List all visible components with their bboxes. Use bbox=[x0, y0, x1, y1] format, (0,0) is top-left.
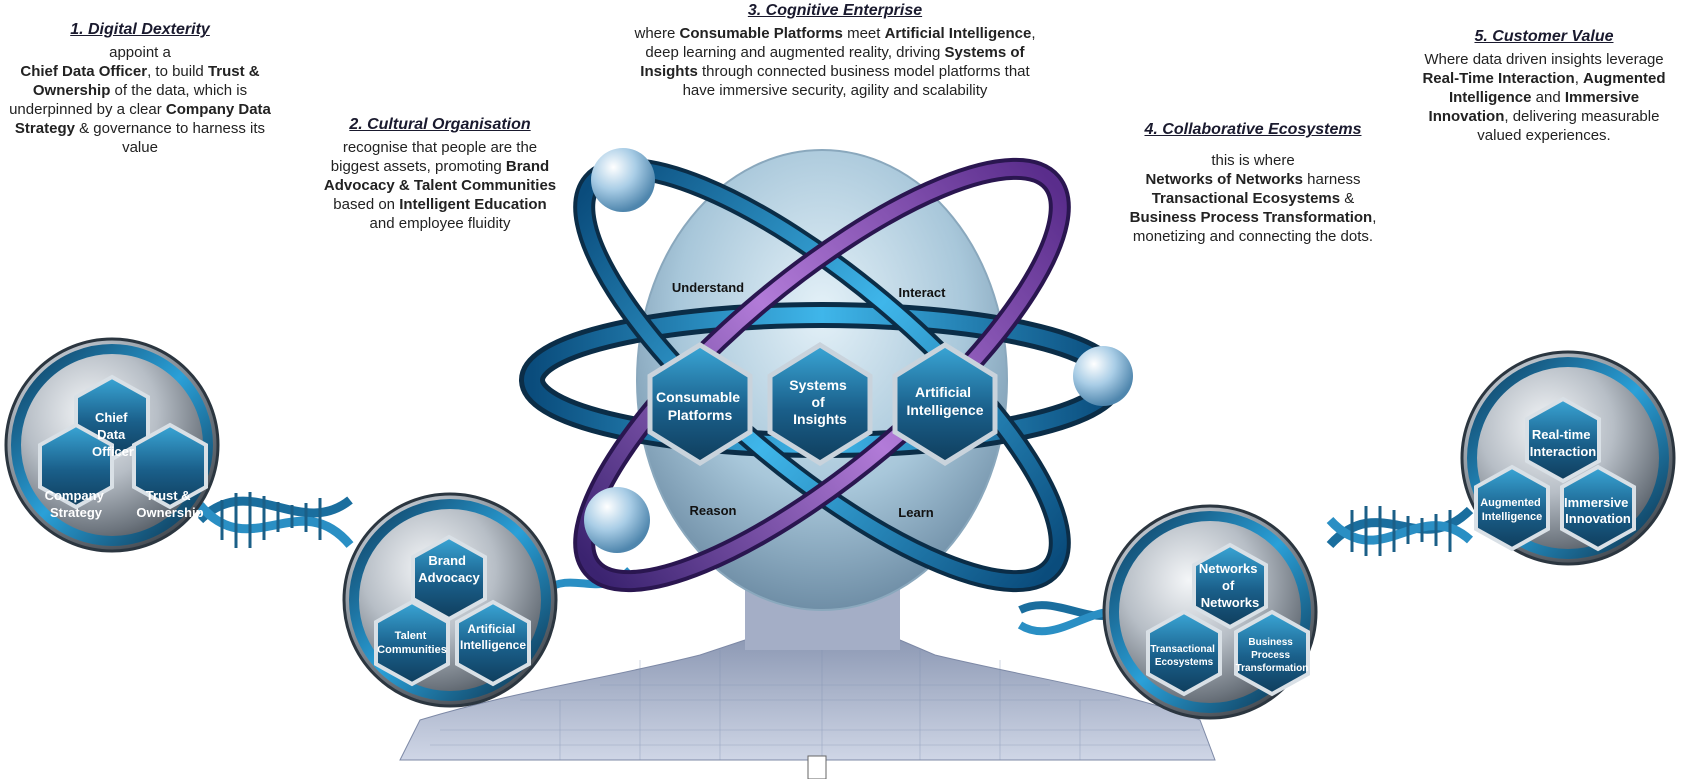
section-title: 2. Cultural Organisation bbox=[349, 116, 531, 133]
center-hex-artificial-intelligence: Artificial Intelligence bbox=[892, 342, 998, 466]
section-title: 5. Customer Value bbox=[1474, 28, 1614, 45]
hex-label-trust-ownership: Trust & Ownership bbox=[136, 488, 203, 520]
center-hex-systems-of-insights: Systems of Insights bbox=[767, 342, 873, 466]
section-collaborative-ecosystems: 4. Collaborative Ecosystems this is wher… bbox=[1128, 120, 1378, 246]
circle-customer-value: Real-time Interaction Augmented Intellig… bbox=[1460, 350, 1676, 566]
orbit-label-interact: Interact bbox=[899, 285, 947, 300]
hex-label-augmented-intelligence: Augmented Intelligence bbox=[1480, 497, 1544, 523]
section-digital-dexterity: 1. Digital Dexterity appoint a Chief Dat… bbox=[6, 20, 274, 157]
section-cognitive-enterprise: 3. Cognitive Enterprise where Consumable… bbox=[630, 1, 1040, 100]
hex-label-brand-advocacy: Brand Advocacy bbox=[418, 553, 480, 585]
hex-label-networks-of-networks: Networks of Networks bbox=[1199, 561, 1261, 610]
section-body: where Consumable Platforms meet Artifici… bbox=[634, 25, 1036, 99]
orbit-label-reason: Reason bbox=[690, 503, 737, 518]
hex-label: Artificial Intelligence bbox=[906, 384, 983, 418]
hex-label-chief-data-officer: Chief Data Officer bbox=[92, 410, 134, 459]
section-cultural-organisation: 2. Cultural Organisation recognise that … bbox=[322, 115, 558, 233]
hex-label-business-process-transformation: Business Process Transformation bbox=[1236, 637, 1309, 674]
section-customer-value: 5. Customer Value Where data driven insi… bbox=[1408, 27, 1680, 145]
section-title: 1. Digital Dexterity bbox=[70, 21, 210, 38]
hex-label: Consumable Platforms bbox=[656, 389, 744, 423]
section-body: appoint a Chief Data Officer, to build T… bbox=[9, 44, 271, 156]
circle-cultural-organisation: Brand Advocacy Talent Communities Artifi… bbox=[342, 492, 558, 708]
hex-label-transactional-ecosystems: Transactional Ecosystems bbox=[1150, 644, 1217, 668]
section-title: 3. Cognitive Enterprise bbox=[747, 2, 923, 19]
center-hex-consumable-platforms: Consumable Platforms bbox=[647, 342, 753, 466]
circle-collaborative-ecosystems: Networks of Networks Transactional Ecosy… bbox=[1102, 504, 1318, 720]
section-body: recognise that people are the biggest as… bbox=[323, 139, 557, 232]
section-title: 4. Collaborative Ecosystems bbox=[1144, 121, 1362, 138]
dna-strand-right bbox=[1326, 506, 1474, 556]
orbit-label-learn: Learn bbox=[898, 505, 933, 520]
orbit-label-understand: Understand bbox=[672, 280, 744, 295]
section-body: this is where Networks of Networks harne… bbox=[1129, 152, 1377, 245]
hex-label-talent-communities: Talent Communities bbox=[377, 630, 447, 656]
circle-digital-dexterity: Chief Data Officer Company Strategy Trus… bbox=[4, 337, 220, 553]
dna-strand-left bbox=[196, 492, 354, 548]
hex-label-company-strategy: Company Strategy bbox=[45, 488, 108, 520]
hex-label: Systems of Insights bbox=[789, 377, 850, 427]
hex-label-immersive-innovation: Immersive Innovation bbox=[1564, 495, 1632, 526]
section-body: Where data driven insights leverage Real… bbox=[1422, 51, 1666, 144]
orbit-spheres bbox=[584, 148, 1133, 553]
hex-label-artificial-intelligence: Artificial Intelligence bbox=[460, 622, 526, 652]
hex-label-real-time-interaction: Real-time Interaction bbox=[1530, 427, 1597, 459]
